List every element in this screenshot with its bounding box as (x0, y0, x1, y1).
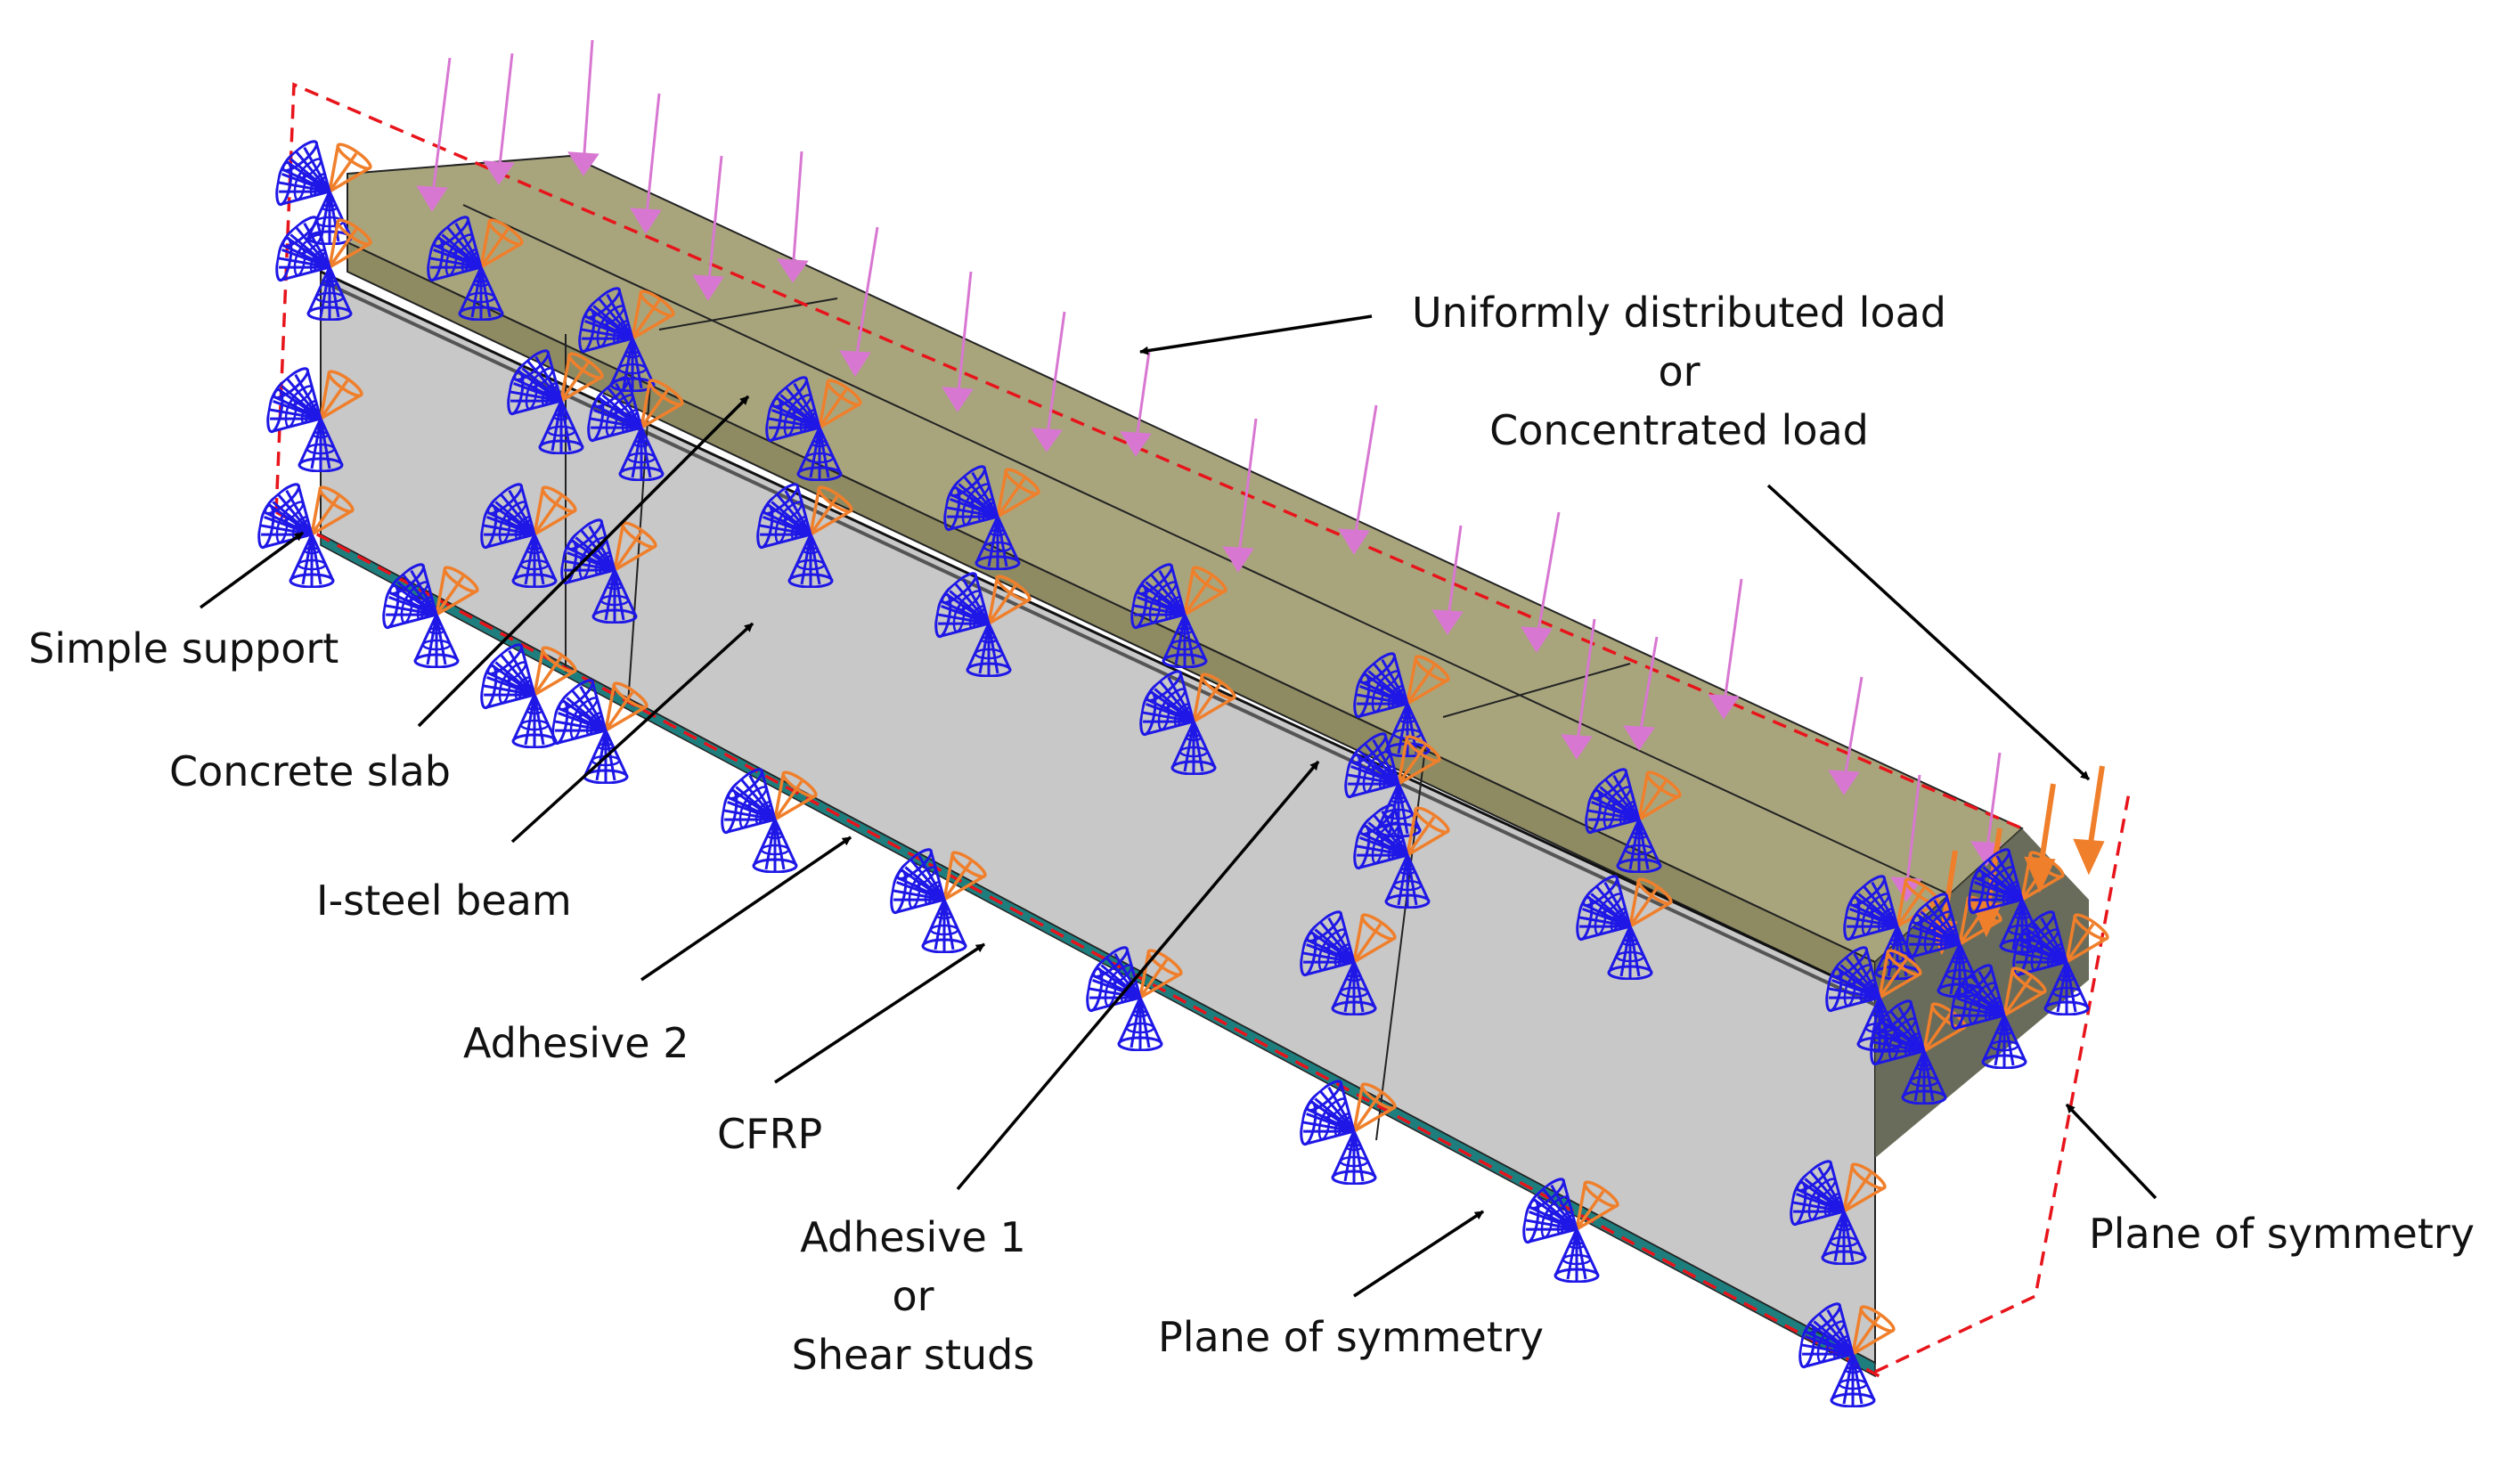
adhesive-1-label: Adhesive 1 or Shear studs (792, 1208, 1035, 1384)
leader-concrete-slab (417, 395, 750, 728)
cfrp-label: CFRP (717, 1110, 823, 1158)
right-symmetry-plane (1874, 792, 2131, 1374)
i-steel-beam-label: I-steel beam (316, 877, 572, 925)
load-arrow-icon (567, 39, 599, 176)
flange-line (320, 270, 1876, 998)
load-label-line3: Concentrated load (1489, 406, 1869, 454)
leader-adhesive-2 (640, 836, 852, 982)
load-arrow-icon (416, 57, 452, 212)
left-symmetry-plane (274, 82, 2023, 830)
load-arrow-icon (1338, 404, 1378, 555)
load-label: Uniformly distributed load or Concentrat… (1412, 283, 1946, 460)
slab-partition (658, 298, 838, 330)
leader-adhesive-1 (956, 760, 1320, 1191)
load-arrow-icon (1708, 578, 1743, 720)
leader-cfrp (774, 942, 985, 1084)
leader-plane-right (2065, 1103, 2157, 1200)
load-label-line1: Uniformly distributed load (1412, 289, 1946, 337)
load-arrow-icon (1431, 525, 1464, 635)
load-arrow-icon (630, 93, 662, 234)
distributed-load-arrows (416, 39, 2002, 902)
load-arrow-icon (1031, 311, 1066, 453)
simple-support-label: Simple support (29, 624, 339, 673)
concrete-slab-label: Concrete slab (169, 747, 452, 795)
adhesive-1-label-line1: Adhesive 1 (800, 1213, 1026, 1261)
load-arrow-icon (942, 271, 974, 412)
plane-of-symmetry-bottom-label: Plane of symmetry (1158, 1313, 1545, 1361)
bottom-symmetry-plane (275, 510, 1880, 1378)
symmetry-planes (274, 82, 2131, 1378)
load-arrow-icon (2073, 765, 2105, 876)
leader-plane-bottom (1353, 1210, 1484, 1298)
load-label-line2: or (1658, 347, 1700, 395)
leader-concentrated (1766, 484, 2091, 781)
load-arrow-icon (1222, 418, 1258, 573)
load-arrow-icon (1120, 351, 1152, 457)
load-arrow-icon (839, 226, 879, 377)
leader-i-steel-beam (510, 622, 754, 844)
load-arrow-icon (777, 151, 809, 283)
load-arrow-icon (1521, 511, 1561, 653)
adhesive-1-label-line3: Shear studs (791, 1331, 1035, 1379)
load-arrow-icon (1623, 636, 1659, 751)
load-arrow-icon (1828, 676, 1864, 795)
leader-load (1139, 314, 1373, 355)
load-arrow-icon (483, 53, 515, 185)
leader-arrows (199, 314, 2157, 1298)
leader-simple-support (199, 531, 305, 609)
plane-of-symmetry-right-label: Plane of symmetry (2089, 1210, 2475, 1258)
load-arrow-icon (1561, 618, 1596, 760)
adhesive-2-label: Adhesive 2 (463, 1019, 689, 1067)
adhesive-1-label-line2: or (892, 1272, 934, 1320)
slab-partition-2 (1442, 663, 1631, 718)
load-arrow-icon (692, 155, 724, 301)
